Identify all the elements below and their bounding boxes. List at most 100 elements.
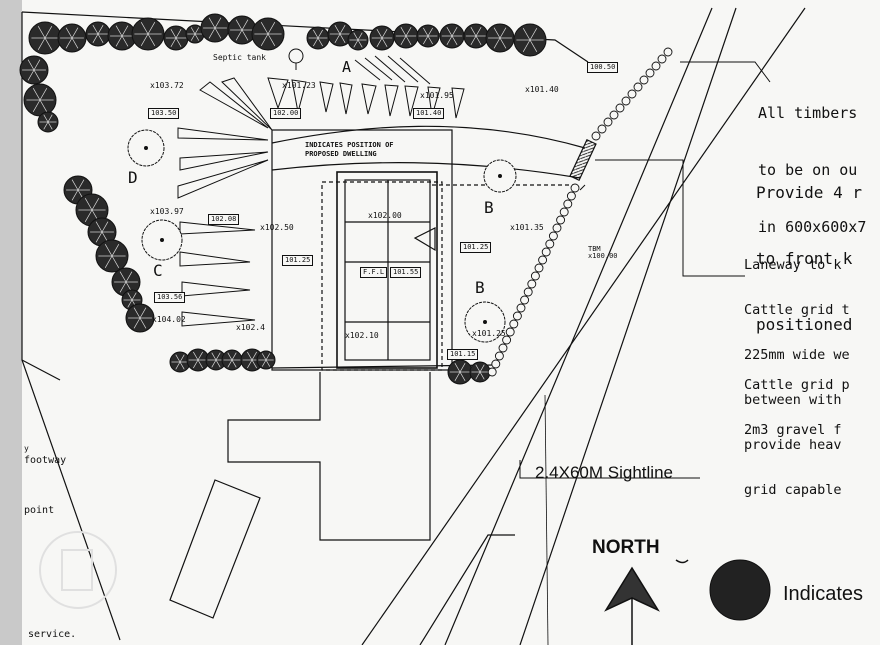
roadside-hedge-plant [520,295,530,305]
note-laneway-line-4: between with [744,392,842,408]
roadside-hedge-plant [527,279,537,289]
level-tag-101-15: 101.15 [447,349,479,360]
dwelling-position-label-line1: INDICATES POSITION OF [305,141,394,149]
level-x101-40: x101.40 [525,85,559,94]
hedge-tree [306,26,330,50]
roadside-hedge-plant [491,359,501,369]
roadside-hedge-plant [534,263,544,273]
hedge-tree [251,17,285,51]
roadside-hedge-plant [516,303,526,313]
hedge-tree [205,349,227,371]
hedge-tree [23,83,57,117]
roadside-hedge-plant [621,96,631,106]
roadside-hedge-plant [487,367,497,377]
level-x102-00: x102.00 [368,211,402,220]
hedge-tree [513,23,547,57]
roadside-hedge-plant [570,183,580,193]
level-tag-103-50: 103.50 [148,108,180,119]
roadside-hedge-plant [530,271,540,281]
note-provide-line-2: to front k [756,249,853,268]
roadside-hedge-plant [559,207,569,217]
hedge-tree [125,303,155,333]
roadside-hedge-plant [633,82,643,92]
legend-text: Indicates [783,583,864,605]
roadside-hedge-plant [509,319,519,329]
hedge-tree [221,349,243,371]
level-tag-101-25-a: 101.25 [282,255,314,266]
roadside-hedge-plant [494,351,504,361]
note-laneway-line-3: 225mm wide we [744,347,850,363]
level-tag-100-50: 100.50 [587,62,619,73]
left-label-point: point [24,505,55,516]
level-x101-95: x101.95 [420,91,454,100]
roadside-hedge-plant [609,110,619,120]
roadside-hedge-plant [498,343,508,353]
left-label-footway: footway [24,455,67,466]
roadside-hedge-plant [552,223,562,233]
sightline-label: 2.4X60M Sightline [535,463,673,482]
tree-group-c-label: C [153,261,163,280]
note-cattle-grid: Cattle grid p 2m3 gravel f [744,348,850,468]
septic-tank-label: Septic tank [213,53,266,62]
level-x102-10: x102.10 [345,331,379,340]
note-timbers-line-1: All timbers [758,104,858,122]
note-timbers: All timbers to be on ou in 600x600x7 [758,66,866,275]
hedge-tree [240,348,264,372]
roadside-hedge-plant [505,327,515,337]
level-x102-50: x102.50 [260,223,294,232]
level-x104-02: x104.02 [152,315,186,324]
roadside-hedge-plant [538,255,548,265]
note-timbers-line-3: in 600x600x7 [758,218,867,236]
note-laneway-line-5: provide heav [744,437,842,453]
note-provide: Provide 4 r to front k positioned [756,138,862,380]
tbm-value: x100.00 [588,252,618,260]
roadside-hedge-plant [523,287,533,297]
hedge-tree [256,350,276,370]
level-x102-4: x102.4 [236,323,265,332]
ffl-level-tag: 101.55 [390,267,422,278]
hedge-tree [28,21,62,55]
hedge-tree [416,24,440,48]
note-laneway-line-1: Laneway to k [744,257,842,273]
roadside-hedge-plant [556,215,566,225]
tree-group-d-label: D [128,168,138,187]
note-provide-line-3: positioned [756,315,853,334]
tree-group-b-label-2: B [475,278,485,297]
hedge-tree [85,21,111,47]
hedge-tree [87,217,117,247]
hedge-tree [200,13,230,43]
note-provide-line-1: Provide 4 r [756,183,862,202]
note-cattle-line-1: Cattle grid p [744,377,850,393]
hedge-tree [95,239,129,273]
hedge-tree [107,21,137,51]
roadside-hedge-plant [639,75,649,85]
roadside-hedge-plant [563,199,573,209]
note-timbers-line-2: to be on ou [758,161,858,179]
roadside-hedge-plant [591,131,601,141]
hedge-tree [227,15,257,45]
roadside-hedge-plant [615,103,625,113]
roadside-hedge-plant [627,89,637,99]
hedge-tree [37,111,59,133]
tbm-label: TBM [588,245,601,253]
roadside-hedge-plant [545,239,555,249]
hedge-tree [447,359,473,385]
roadside-hedge-plant [651,61,661,71]
left-label-service: service. [28,629,77,640]
north-label: NORTH [592,537,660,558]
roadside-hedge-plant [645,68,655,78]
roadside-hedge-plant [657,54,667,64]
level-x101-25: x101.25 [472,329,506,338]
roadside-hedge-plant [548,231,558,241]
level-x101-35: x101.35 [510,223,544,232]
hedge-tree [347,29,369,51]
scan-margin [0,0,22,645]
roadside-hedge-plant [597,124,607,134]
roadside-hedge-plant [566,191,576,201]
left-label-top: y [24,444,29,453]
roadside-hedge-plant [603,117,613,127]
hedge-tree [469,361,491,383]
roadside-hedge-plant [663,47,673,57]
